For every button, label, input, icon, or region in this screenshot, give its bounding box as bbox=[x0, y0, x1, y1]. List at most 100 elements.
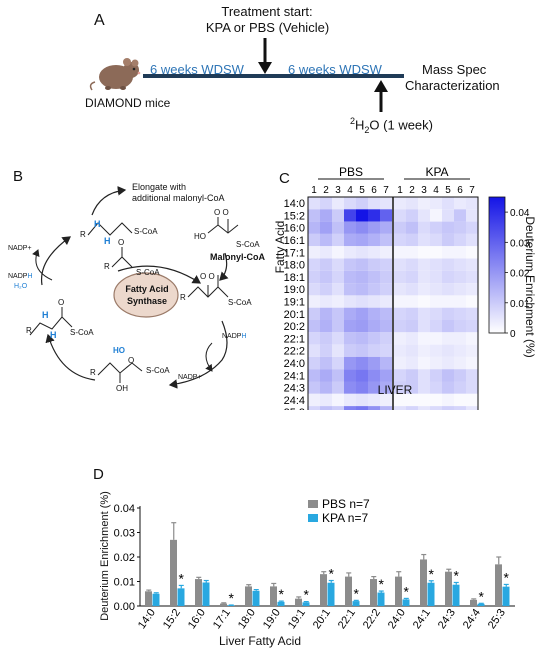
heatmap-cell bbox=[380, 356, 392, 370]
kpa-bar bbox=[352, 601, 360, 606]
heatmap-cell bbox=[320, 295, 332, 308]
heatmap-cell bbox=[394, 332, 406, 345]
heatmap-cell bbox=[344, 283, 356, 296]
heatmap-cell bbox=[332, 197, 344, 210]
pbs-bar bbox=[245, 586, 252, 606]
heatmap-row-label: 18:1 bbox=[284, 272, 305, 284]
nadph-right-h: H bbox=[241, 333, 247, 340]
o-hydroxy: O bbox=[128, 356, 135, 365]
heatmap-cell bbox=[344, 197, 356, 210]
heatmap-cell bbox=[368, 381, 380, 394]
heatmap-cell bbox=[466, 356, 478, 370]
significance-star: * bbox=[454, 567, 460, 583]
heatmap-cell bbox=[442, 320, 454, 333]
heatmap-row-label: 24:3 bbox=[284, 383, 305, 395]
significance-star: * bbox=[304, 587, 310, 603]
heatmap-cell bbox=[442, 332, 454, 345]
scoa-hydroxy: S-CoA bbox=[146, 366, 170, 375]
heatmap-cell bbox=[418, 381, 430, 394]
legend-label-pbs: PBS n=7 bbox=[322, 497, 370, 511]
heatmap-cell bbox=[380, 332, 392, 345]
heatmap-cell bbox=[308, 270, 320, 284]
heatmap-cell bbox=[308, 356, 320, 370]
heatmap-cell bbox=[466, 369, 478, 382]
heatmap-cell bbox=[394, 246, 406, 259]
legend-swatch-pbs bbox=[308, 500, 318, 508]
heatmap-cell bbox=[308, 381, 320, 394]
kpa-bar bbox=[152, 593, 160, 606]
scoa-acetyl: S-CoA bbox=[136, 268, 160, 277]
treatment-line-2: KPA or PBS (Vehicle) bbox=[205, 20, 330, 35]
o-enoyl: O bbox=[58, 298, 65, 307]
treatment-line-1: Treatment start: bbox=[221, 4, 313, 19]
nadph-left-text: NADP bbox=[8, 273, 28, 280]
bar-category-label: 17:1 bbox=[211, 607, 233, 631]
kpa-group-label: KPA bbox=[425, 165, 448, 179]
heatmap-cell bbox=[418, 233, 430, 247]
heatmap-sample-id: 7 bbox=[383, 185, 389, 196]
heatmap-cell bbox=[356, 381, 368, 394]
heatmap-cell bbox=[308, 307, 320, 320]
heatmap-cell bbox=[442, 356, 454, 370]
heatmap-cell bbox=[356, 209, 368, 222]
heatmap-cell bbox=[368, 320, 380, 333]
heatmap-cell bbox=[454, 209, 466, 222]
heatmap-ylabel: Fatty Acid bbox=[273, 220, 287, 274]
heatmap-cell bbox=[368, 393, 380, 407]
h2o-left: H₂O bbox=[14, 283, 28, 290]
heatmap-cell bbox=[332, 270, 344, 284]
heatmap-cell bbox=[394, 221, 406, 234]
nadph-right-text: NADP bbox=[222, 333, 242, 340]
significance-star: * bbox=[404, 583, 410, 599]
heatmap-cell bbox=[466, 233, 478, 247]
pbs-bar bbox=[145, 591, 152, 606]
legend-swatch-kpa bbox=[308, 514, 318, 522]
pbs-bar bbox=[420, 559, 427, 606]
heatmap-cell bbox=[454, 221, 466, 234]
heatmap-cell bbox=[356, 356, 368, 370]
heatmap-cell bbox=[418, 332, 430, 345]
period-2-label: 6 weeks WDSW bbox=[288, 62, 382, 77]
heatmap-cell bbox=[344, 393, 356, 407]
significance-star: * bbox=[179, 570, 185, 586]
r-acetyl: R bbox=[104, 262, 110, 271]
heatmap-sample-id: 6 bbox=[371, 185, 377, 196]
heatmap-cell bbox=[356, 283, 368, 296]
water-sup: 2 bbox=[350, 116, 356, 126]
water-sub: 2 bbox=[364, 124, 370, 135]
heatmap-cell bbox=[344, 270, 356, 284]
colorbar bbox=[488, 196, 506, 334]
heatmap-chart: 14:015:216:016:117:118:018:119:019:120:1… bbox=[284, 165, 530, 410]
heatmap-cell bbox=[394, 320, 406, 333]
heatmap-sample-id: 7 bbox=[469, 185, 475, 196]
heatmap-cell bbox=[394, 270, 406, 284]
panel-c-letter: C bbox=[279, 170, 290, 187]
heatmap-row-label: 20:1 bbox=[284, 309, 305, 321]
heatmap-cell bbox=[418, 344, 430, 357]
heatmap-cell bbox=[344, 406, 356, 410]
heatmap-cell bbox=[308, 246, 320, 259]
heatmap-row-label: 19:1 bbox=[284, 296, 305, 308]
heatmap-cell bbox=[368, 233, 380, 247]
heatmap-cell bbox=[320, 307, 332, 320]
heatmap-cell bbox=[394, 344, 406, 357]
molecule-enoyl bbox=[29, 307, 73, 336]
heatmap-cell bbox=[406, 283, 418, 296]
heatmap-cell bbox=[406, 295, 418, 308]
heatmap-cell bbox=[442, 221, 454, 234]
heatmap-cell bbox=[430, 233, 442, 247]
heatmap-cell bbox=[394, 197, 406, 210]
heatmap-cell bbox=[442, 295, 454, 308]
heatmap-cell bbox=[406, 344, 418, 357]
heatmap-cell bbox=[320, 258, 332, 271]
kpa-bar bbox=[477, 603, 485, 606]
heatmap-cell bbox=[418, 356, 430, 370]
pbs-bar bbox=[195, 579, 202, 606]
heatmap-cell bbox=[406, 270, 418, 284]
heatmap-cell bbox=[332, 369, 344, 382]
heatmap-cell bbox=[454, 369, 466, 382]
heatmap-cell bbox=[430, 283, 442, 296]
nadph-left-h: H bbox=[27, 273, 33, 280]
elongate-line-1: Elongate with bbox=[132, 182, 187, 192]
